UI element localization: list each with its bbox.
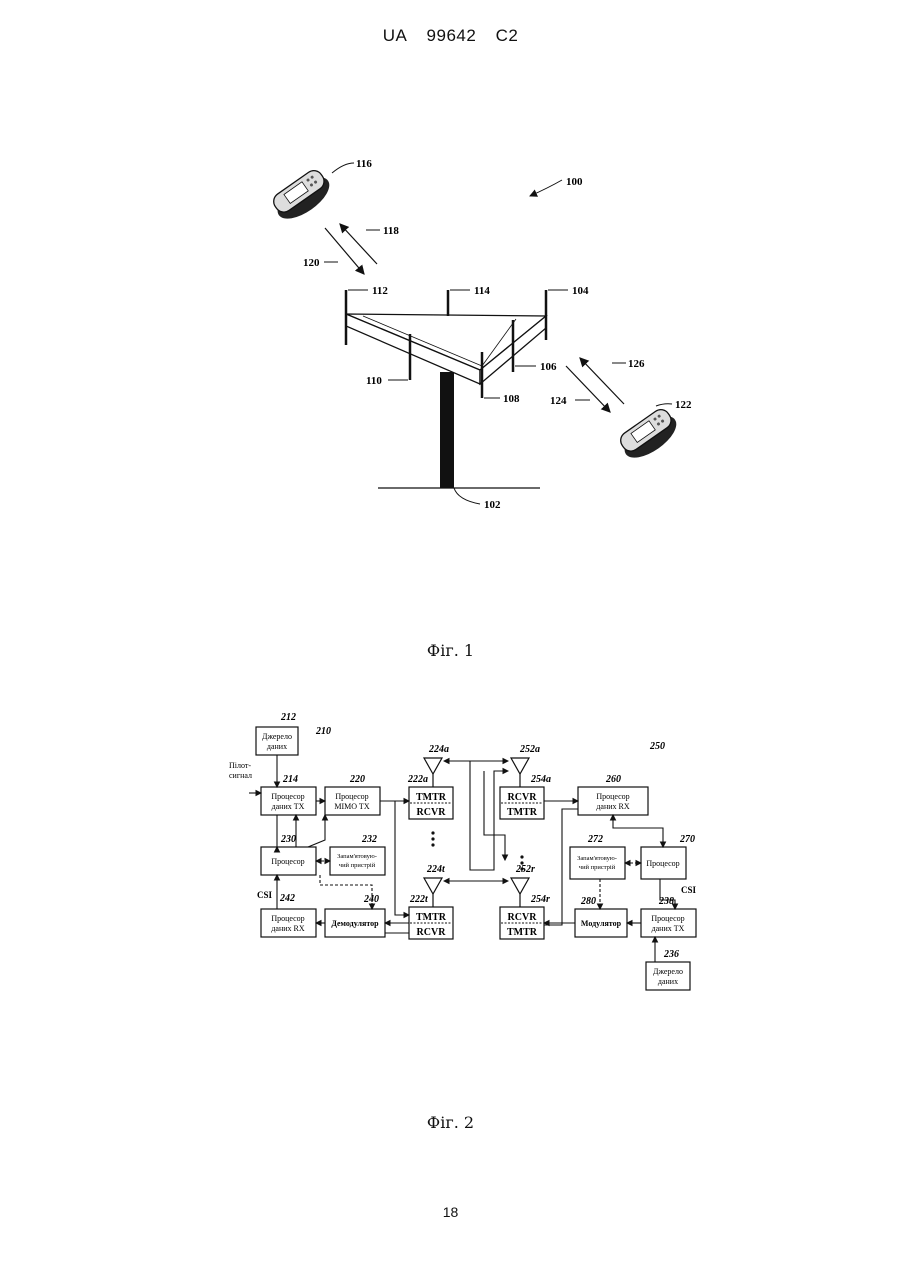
figure-2-caption: Фіг. 2 <box>0 1113 901 1132</box>
ref-238: 238 <box>658 896 674 907</box>
memory-line2: чий пристрій <box>579 864 616 871</box>
ref-242: 242 <box>279 893 295 904</box>
figure-1-caption: Фіг. 1 <box>0 641 901 660</box>
csi-label-right: CSI <box>681 885 697 895</box>
tmtr-254a: TMTR <box>507 807 538 818</box>
tmtr-222t: TMTR <box>416 912 447 923</box>
label-106: 106 <box>540 361 557 373</box>
mobile-phone-icon <box>269 166 337 227</box>
figure-1-diagram: 116 100 118 120 112 114 104 106 126 110 … <box>0 0 901 640</box>
tx-mimo-processor-line1: Процесор <box>335 792 368 801</box>
label-116: 116 <box>356 158 372 170</box>
tx-data-processor-line1: Процесор <box>651 914 684 923</box>
label-124: 124 <box>550 395 567 407</box>
ref-236: 236 <box>663 949 679 960</box>
ref-230: 230 <box>280 834 296 845</box>
data-source-line1: Джерело <box>262 732 292 741</box>
figure-2-diagram: Джерело даних Процесор даних TX Процесор… <box>0 700 901 1000</box>
tx-data-processor-line2: даних TX <box>272 802 305 811</box>
ref-220: 220 <box>349 774 365 785</box>
modulator-label: Модулятор <box>581 919 622 928</box>
rcvr-254a: RCVR <box>508 792 538 803</box>
page-number: 18 <box>0 1204 901 1220</box>
data-source-line2: даних <box>267 742 287 751</box>
label-114: 114 <box>474 285 490 297</box>
ref-224t: 224t <box>426 864 446 875</box>
tmtr-254r: TMTR <box>507 927 538 938</box>
ref-254a: 254a <box>530 774 551 785</box>
demodulator-label: Демодулятор <box>331 919 379 928</box>
ref-222t: 222t <box>409 894 429 905</box>
ref-212: 212 <box>280 712 296 723</box>
ellipsis-dots <box>431 831 523 870</box>
processor-label: Процесор <box>271 857 304 866</box>
ref-272: 272 <box>587 834 603 845</box>
link-arrow-120 <box>325 228 364 274</box>
label-112: 112 <box>372 285 388 297</box>
tx-mimo-processor-line2: MIMO TX <box>334 802 369 811</box>
ref-214: 214 <box>282 774 298 785</box>
memory-line1: Запам'ятовую- <box>337 853 377 860</box>
rx-data-processor-line1: Процесор <box>271 914 304 923</box>
rx-data-processor-line2: даних RX <box>596 802 630 811</box>
rx-data-processor-line2: даних RX <box>271 924 305 933</box>
ref-280: 280 <box>580 896 596 907</box>
label-108: 108 <box>503 393 520 405</box>
ref-252a: 252a <box>519 744 540 755</box>
tx-data-processor-line1: Процесор <box>271 792 304 801</box>
label-118: 118 <box>383 225 399 237</box>
data-source-line2: даних <box>658 977 678 986</box>
antenna-icon <box>424 758 529 907</box>
label-104: 104 <box>572 285 589 297</box>
ref-210: 210 <box>315 726 331 737</box>
rcvr-222t: RCVR <box>417 927 447 938</box>
label-110: 110 <box>366 375 382 387</box>
memory-box <box>330 847 385 875</box>
rcvr-222a: RCVR <box>417 807 447 818</box>
rx-data-processor-line1: Процесор <box>596 792 629 801</box>
label-126: 126 <box>628 358 645 370</box>
label-120: 120 <box>303 257 320 269</box>
mobile-phone-icon <box>616 405 684 466</box>
label-100: 100 <box>566 176 583 188</box>
ref-252r: 252r <box>515 864 535 875</box>
ref-250: 250 <box>649 741 665 752</box>
rcvr-254r: RCVR <box>508 912 538 923</box>
pilot-signal-line1: Пілот- <box>229 761 251 770</box>
data-source-line1: Джерело <box>653 967 683 976</box>
pilot-signal-line2: сигнал <box>229 771 252 780</box>
ref-232: 232 <box>361 834 377 845</box>
label-122: 122 <box>675 399 692 411</box>
ref-254r: 254r <box>530 894 550 905</box>
ref-270: 270 <box>679 834 695 845</box>
ref-222a: 222a <box>407 774 428 785</box>
memory-line1: Запам'ятовую- <box>577 855 617 862</box>
label-102: 102 <box>484 499 501 511</box>
memory-line2: чий пристрій <box>339 862 376 869</box>
memory-box <box>570 847 625 879</box>
csi-label-left: CSI <box>257 890 273 900</box>
tx-data-processor-line2: даних TX <box>652 924 685 933</box>
link-arrow-126 <box>580 358 624 404</box>
ref-224a: 224a <box>428 744 449 755</box>
tmtr-222a: TMTR <box>416 792 447 803</box>
ref-240: 240 <box>363 894 379 905</box>
tower <box>440 372 454 488</box>
ref-260: 260 <box>605 774 621 785</box>
link-arrow-124 <box>566 366 610 412</box>
processor-label: Процесор <box>646 859 679 868</box>
